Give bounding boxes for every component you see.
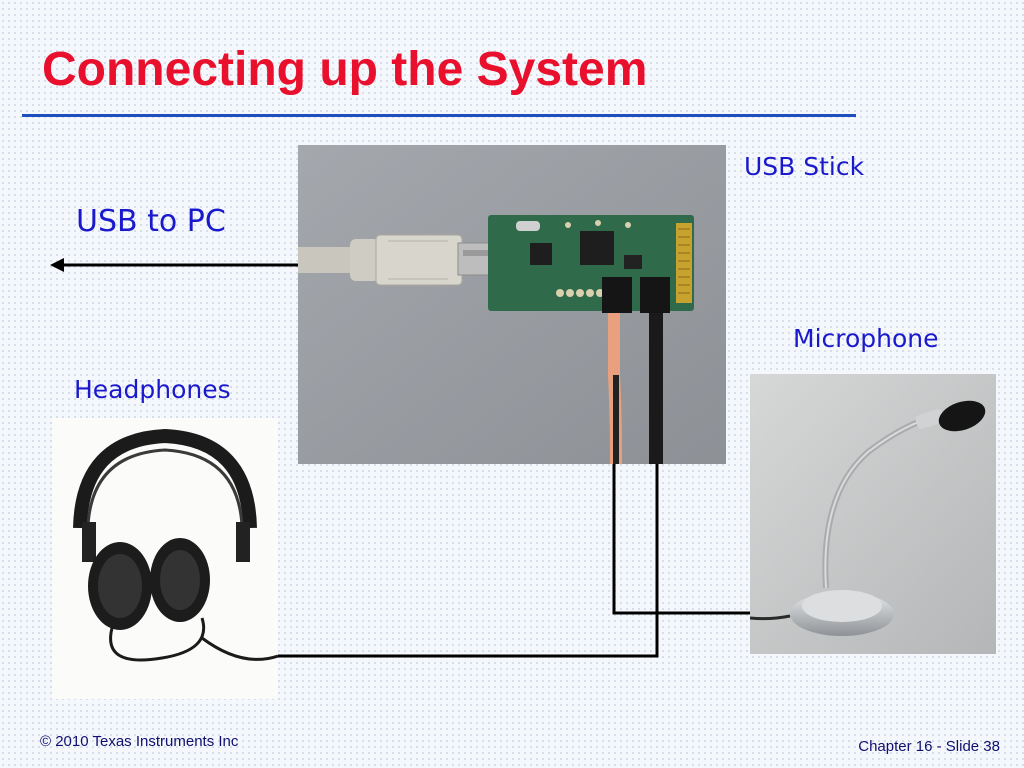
microphone-photo xyxy=(750,374,996,654)
usb-stick-photo xyxy=(298,145,726,464)
label-usb-to-pc: USB to PC xyxy=(76,204,226,239)
footer-copyright: © 2010 Texas Instruments Inc xyxy=(40,733,239,750)
label-usb-stick: USB Stick xyxy=(744,152,865,181)
headphones-photo xyxy=(52,418,278,699)
title-underline xyxy=(22,114,856,117)
slide-title: Connecting up the System xyxy=(42,43,648,96)
arrow-left-icon xyxy=(50,258,64,272)
footer-slide-number: Chapter 16 - Slide 38 xyxy=(858,738,1000,755)
label-headphones: Headphones xyxy=(74,375,231,404)
label-microphone: Microphone xyxy=(793,324,939,353)
